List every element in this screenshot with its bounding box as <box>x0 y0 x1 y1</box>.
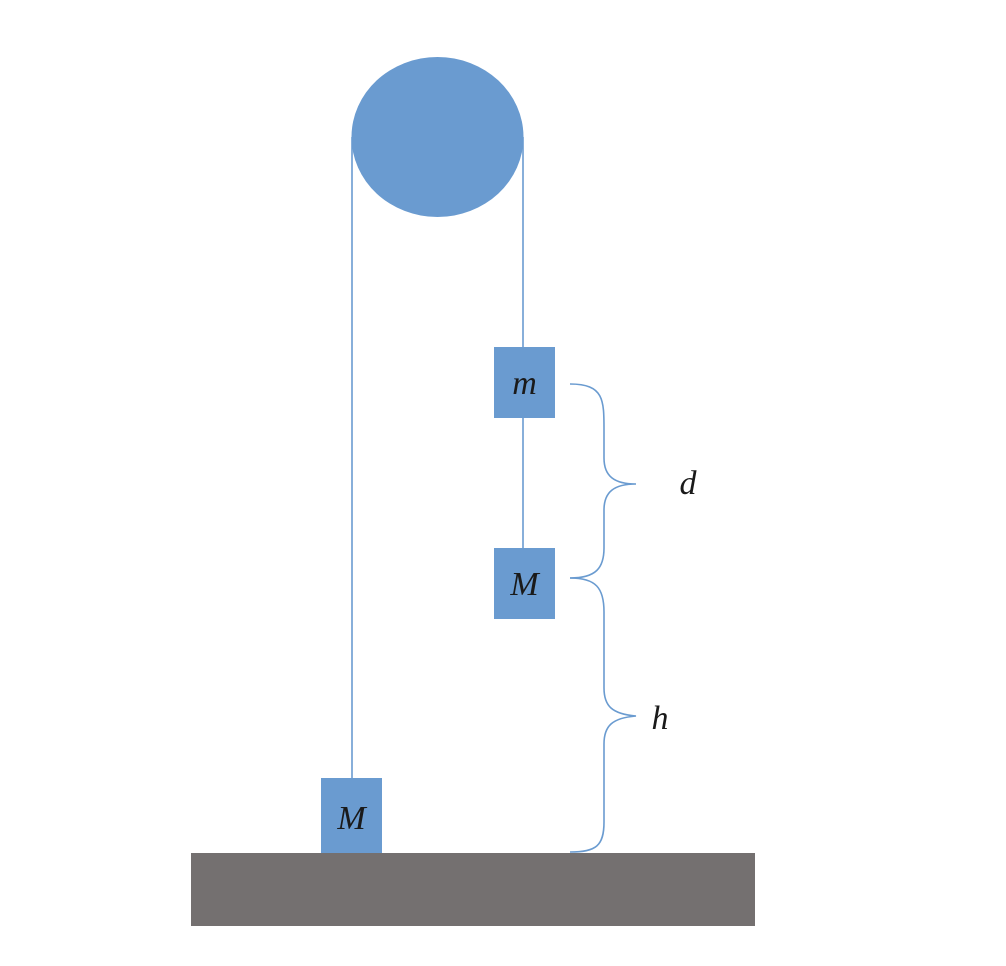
ground <box>191 853 755 926</box>
brace-h <box>569 577 637 853</box>
pulley <box>351 57 524 217</box>
block-m-label: m <box>512 365 537 402</box>
block-M-left: M <box>321 778 382 853</box>
brace-d <box>569 383 637 579</box>
block-M-left-label: M <box>336 800 367 837</box>
block-M-right: M <box>494 548 555 619</box>
block-M-right-label: M <box>509 566 540 603</box>
block-m-upper: m <box>494 347 555 418</box>
label-h: h <box>652 700 669 737</box>
label-d: d <box>680 465 698 502</box>
